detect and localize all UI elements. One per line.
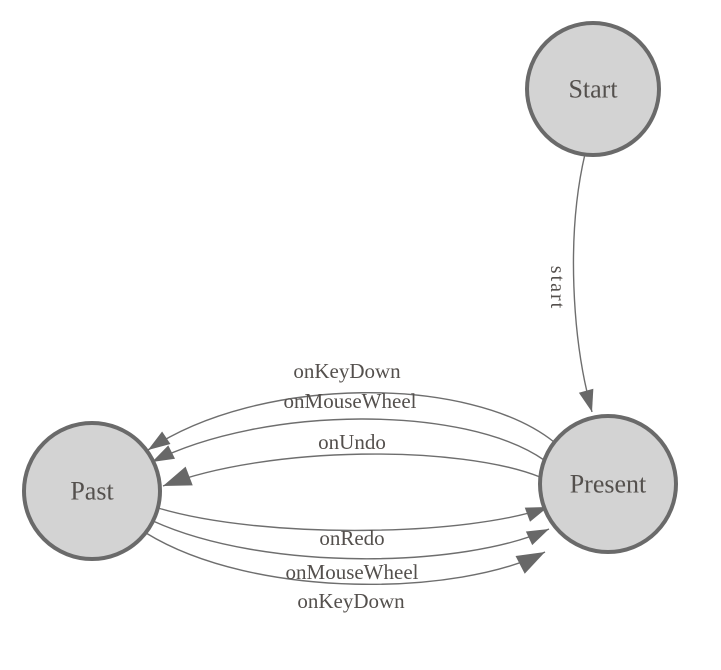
- past-state-label: Past: [70, 477, 114, 506]
- edge-past-to-present-onredo: [157, 506, 549, 532]
- state-node-past: Past: [22, 421, 162, 561]
- start-state-label: Start: [568, 75, 618, 104]
- edge-label-onundo: onUndo: [318, 430, 386, 454]
- edge-label-onkeydown-lower: onKeyDown: [297, 589, 405, 613]
- edge-labels-group: start onKeyDown onMouseWheel onUndo onRe…: [284, 266, 568, 613]
- edge-present-to-past-onmousewheel: [151, 418, 545, 463]
- start-state-circle: [525, 21, 661, 157]
- edge-start-to-present: [572, 153, 594, 413]
- present-state-label: Present: [570, 470, 647, 499]
- edge-label-start: start: [546, 266, 568, 310]
- edge-label-onkeydown-upper: onKeyDown: [293, 359, 401, 383]
- edges-group: [145, 153, 594, 585]
- past-state-circle: [22, 421, 162, 561]
- state-node-start: Start: [525, 21, 661, 157]
- edge-label-onredo: onRedo: [319, 526, 384, 550]
- edge-past-to-present-onmousewheel: [152, 520, 550, 560]
- state-node-present: Present: [538, 414, 678, 554]
- present-state-circle: [538, 414, 678, 554]
- edge-present-to-past-onundo: [162, 453, 541, 487]
- edge-label-onmousewheel-upper: onMouseWheel: [284, 389, 417, 413]
- edge-past-to-present-onkeydown: [145, 532, 546, 585]
- edge-label-onmousewheel-lower: onMouseWheel: [286, 560, 419, 584]
- edge-present-to-past-onkeydown: [147, 392, 555, 451]
